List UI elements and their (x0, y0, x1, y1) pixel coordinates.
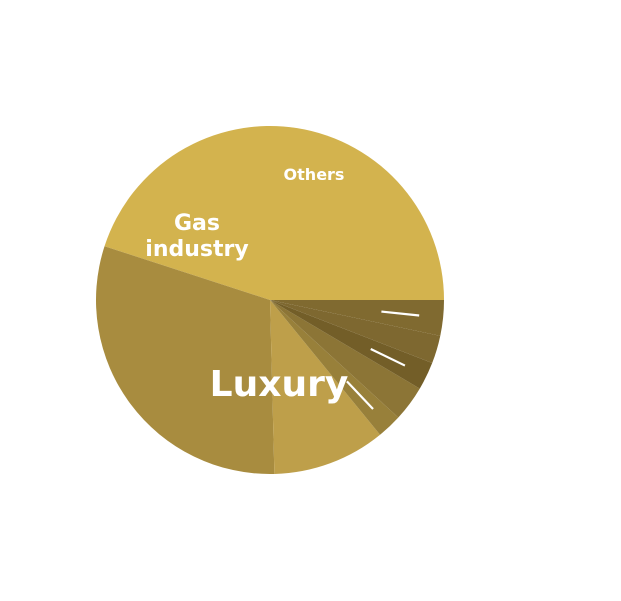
pie-slice-unlabeled-6 (270, 300, 441, 364)
pie-slice-gas-industry (96, 246, 275, 475)
leader-tick (370, 347, 406, 367)
pie-slice-luxury (104, 126, 445, 300)
leader-tick (346, 380, 374, 410)
label-luxury: Luxury (210, 364, 349, 405)
pie-slice-unlabeled-7 (270, 300, 444, 336)
label-others: Others (284, 165, 345, 184)
pie-slice-others (270, 300, 381, 474)
leader-tick (381, 310, 420, 317)
pie-slice-unlabeled-4 (270, 300, 420, 418)
pie-slice-unlabeled-5 (270, 300, 433, 389)
